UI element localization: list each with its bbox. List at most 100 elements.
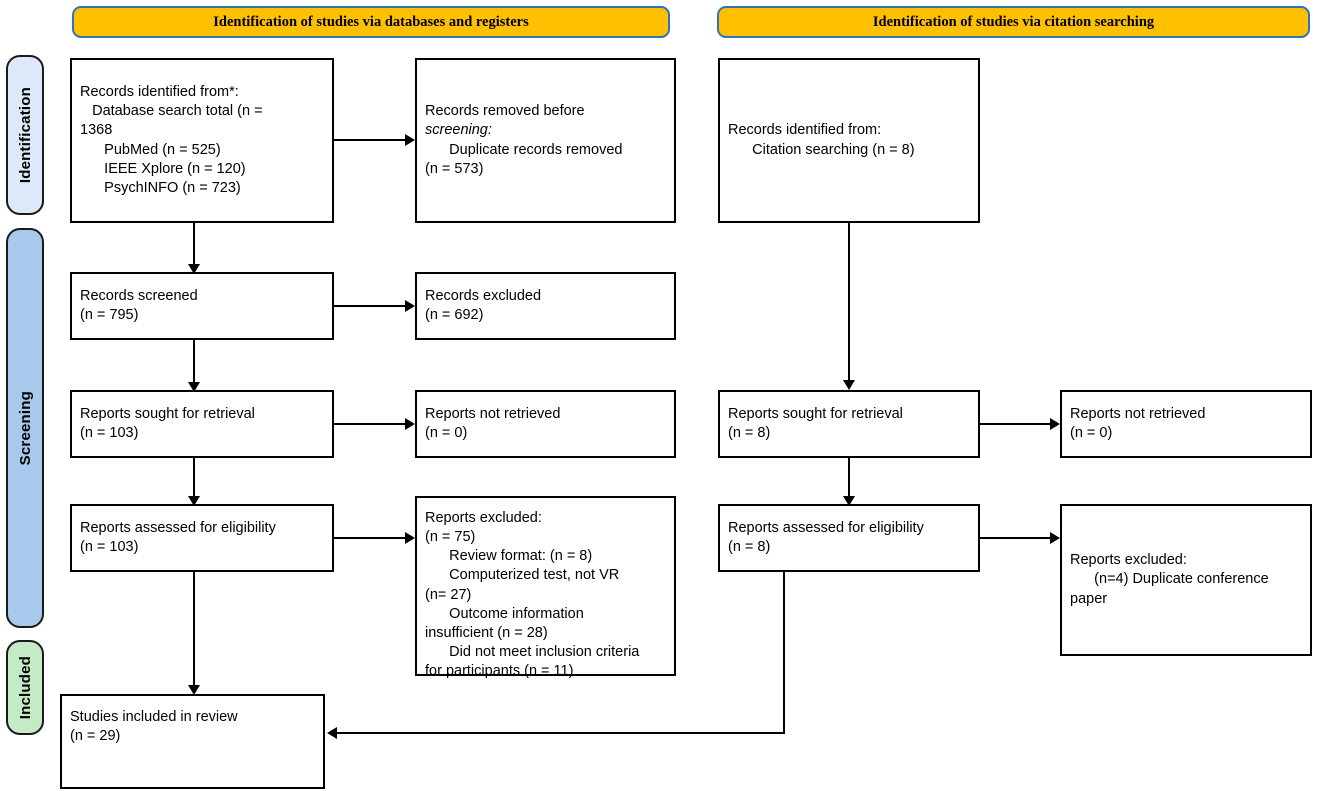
connector-identified-to-removed	[334, 139, 405, 141]
records-screened-count: (n = 795)	[80, 307, 139, 323]
arrowhead-citation-to-included	[327, 727, 337, 739]
connector-sought-to-assessed	[193, 458, 195, 496]
reports-not-retrieved-title: Reports not retrieved	[425, 405, 561, 422]
box-studies-included: Studies included in review (n = 29)	[60, 694, 325, 789]
box-studies-included-text: Studies included in review (n = 29)	[62, 708, 246, 746]
records-identified-line-4: PsychINFO (n = 723)	[80, 179, 241, 196]
reports-assessed-count: (n = 103)	[80, 539, 139, 555]
box-reports-sought: Reports sought for retrieval (n = 103)	[70, 390, 334, 458]
reports-excluded-reason-6: for participants (n = 11)	[425, 663, 574, 679]
stage-pill-included: Included	[6, 640, 44, 735]
connector-screened-to-sought	[193, 340, 195, 382]
connector-assessed-to-included	[193, 572, 195, 685]
citation-sought-count: (n = 8)	[728, 425, 771, 441]
records-identified-line-2: PubMed (n = 525)	[80, 141, 221, 158]
arrowhead-citation-assessed-to-excluded	[1050, 532, 1060, 544]
banner-citation-searching: Identification of studies via citation s…	[717, 6, 1310, 38]
records-removed-line-0: Duplicate records removed	[425, 141, 623, 158]
records-excluded-count: (n = 692)	[425, 307, 484, 323]
banner-databases-label: Identification of studies via databases …	[213, 13, 529, 30]
box-citation-sought: Reports sought for retrieval (n = 8)	[718, 390, 980, 458]
connector-citation-to-included-vertical	[783, 572, 785, 734]
records-removed-title: Records removed before	[425, 103, 585, 120]
arrowhead-identified-to-screened	[188, 264, 200, 274]
reports-sought-title: Reports sought for retrieval	[80, 405, 255, 422]
arrowhead-screened-to-excluded	[405, 300, 415, 312]
box-reports-excluded-detailed: Reports excluded: (n = 75) Review format…	[415, 496, 676, 679]
box-records-removed-text: Records removed before screening: Duplic…	[417, 102, 630, 179]
studies-included-title: Studies included in review	[70, 709, 238, 725]
box-records-screened: Records screened (n = 795)	[70, 272, 334, 340]
citation-not-retrieved-count: (n = 0)	[1070, 425, 1113, 441]
arrowhead-screened-to-sought	[188, 382, 200, 392]
box-records-identified-text: Records identified from*: Database searc…	[72, 83, 271, 198]
connector-identified-to-screened	[193, 223, 195, 264]
connector-screened-to-excluded	[334, 305, 405, 307]
citation-identified-line-0: Citation searching (n = 8)	[728, 141, 915, 158]
connector-citation-sought-to-not-retrieved	[980, 423, 1050, 425]
box-reports-sought-text: Reports sought for retrieval (n = 103)	[72, 405, 263, 443]
box-reports-assessed-text: Reports assessed for eligibility (n = 10…	[72, 519, 284, 557]
box-citation-not-retrieved: Reports not retrieved (n = 0)	[1060, 390, 1312, 458]
connector-citation-identified-to-sought	[848, 223, 850, 380]
box-reports-assessed: Reports assessed for eligibility (n = 10…	[70, 504, 334, 572]
arrowhead-citation-sought-to-not-retrieved	[1050, 418, 1060, 430]
box-reports-excluded-detailed-text: Reports excluded: (n = 75) Review format…	[417, 509, 647, 681]
records-screened-title: Records screened	[80, 287, 198, 304]
records-identified-title: Records identified from*:	[80, 84, 239, 101]
reports-excluded-title: Reports excluded:	[425, 510, 542, 526]
arrowhead-identified-to-removed	[405, 134, 415, 146]
connector-citation-to-included-horizontal	[337, 732, 785, 734]
banner-databases-and-registers: Identification of studies via databases …	[72, 6, 670, 38]
stage-label-screening: Screening	[16, 390, 34, 466]
records-removed-line-1: (n = 573)	[425, 160, 484, 177]
citation-excluded-line-0: (n=4) Duplicate conference	[1070, 571, 1269, 588]
records-identified-line-3: IEEE Xplore (n = 120)	[80, 160, 246, 177]
box-citation-sought-text: Reports sought for retrieval (n = 8)	[720, 405, 911, 443]
stage-label-identification: Identification	[16, 86, 34, 184]
citation-identified-title: Records identified from:	[728, 122, 882, 139]
box-citation-excluded-text: Reports excluded: (n=4) Duplicate confer…	[1062, 551, 1277, 608]
box-records-excluded: Records excluded (n = 692)	[415, 272, 676, 340]
stage-pill-identification: Identification	[6, 55, 44, 215]
reports-excluded-reason-0: Review format: (n = 8)	[425, 548, 593, 565]
box-citation-not-retrieved-text: Reports not retrieved (n = 0)	[1062, 405, 1213, 443]
connector-citation-sought-to-assessed	[848, 458, 850, 496]
records-identified-line-1: 1368	[80, 122, 113, 139]
studies-included-count: (n = 29)	[70, 728, 121, 745]
box-citation-assessed-text: Reports assessed for eligibility (n = 8)	[720, 519, 932, 557]
box-citation-identified-text: Records identified from: Citation search…	[720, 121, 923, 159]
arrowhead-citation-identified-to-sought	[843, 380, 855, 390]
citation-excluded-title: Reports excluded:	[1070, 552, 1187, 569]
stage-label-included: Included	[16, 655, 34, 720]
reports-excluded-reason-1: Computerized test, not VR	[425, 567, 620, 584]
arrowhead-citation-sought-to-assessed	[843, 496, 855, 506]
reports-excluded-reason-2: (n= 27)	[425, 586, 472, 603]
box-reports-not-retrieved-text: Reports not retrieved (n = 0)	[417, 405, 568, 443]
box-records-identified: Records identified from*: Database searc…	[70, 58, 334, 223]
connector-assessed-to-excluded	[334, 537, 405, 539]
records-excluded-title: Records excluded	[425, 287, 542, 304]
reports-not-retrieved-count: (n = 0)	[425, 425, 468, 441]
connector-sought-to-not-retrieved	[334, 423, 405, 425]
reports-excluded-reason-5: Did not meet inclusion criteria	[425, 643, 640, 660]
reports-excluded-reason-4: insufficient (n = 28)	[425, 624, 548, 641]
box-records-screened-text: Records screened (n = 795)	[72, 287, 206, 325]
box-citation-excluded: Reports excluded: (n=4) Duplicate confer…	[1060, 504, 1312, 656]
reports-assessed-title: Reports assessed for eligibility	[80, 519, 276, 536]
citation-assessed-count: (n = 8)	[728, 539, 771, 555]
reports-excluded-reason-3: Outcome information	[425, 605, 584, 622]
citation-assessed-title: Reports assessed for eligibility	[728, 519, 924, 536]
records-identified-line-0: Database search total (n =	[80, 103, 263, 120]
box-records-excluded-text: Records excluded (n = 692)	[417, 287, 549, 325]
box-reports-not-retrieved: Reports not retrieved (n = 0)	[415, 390, 676, 458]
arrowhead-assessed-to-included	[188, 685, 200, 695]
box-citation-assessed: Reports assessed for eligibility (n = 8)	[718, 504, 980, 572]
arrowhead-assessed-to-excluded	[405, 532, 415, 544]
connector-citation-assessed-to-excluded	[980, 537, 1050, 539]
arrowhead-sought-to-assessed	[188, 496, 200, 506]
banner-citation-label: Identification of studies via citation s…	[872, 13, 1155, 30]
stage-pill-screening: Screening	[6, 228, 44, 628]
citation-excluded-line-1: paper	[1070, 590, 1108, 607]
